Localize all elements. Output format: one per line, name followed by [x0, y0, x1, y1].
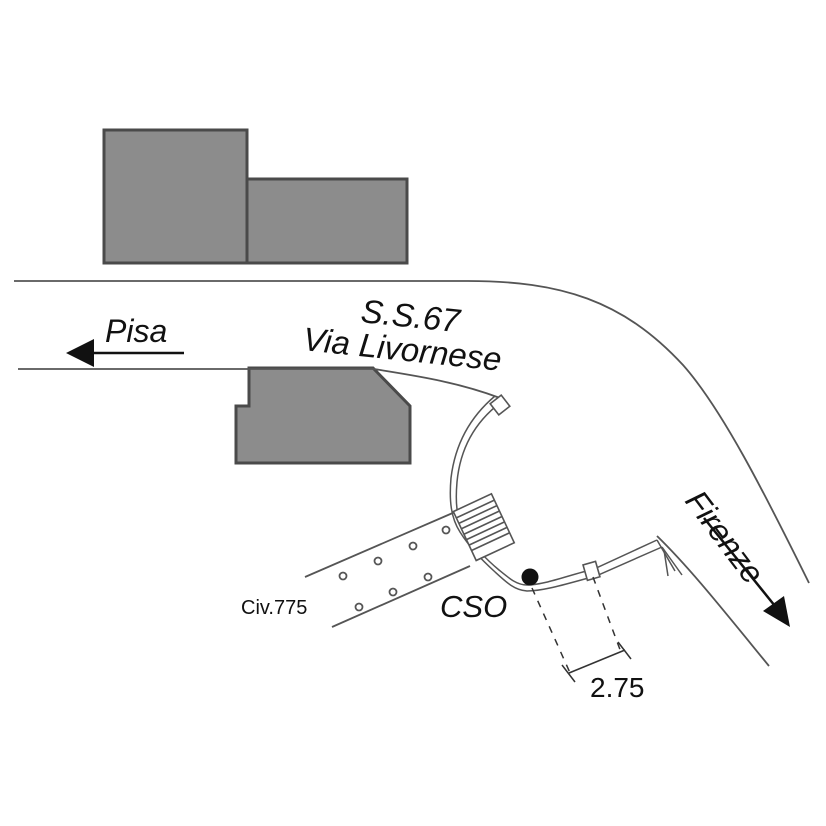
dimension-guide-right — [592, 576, 623, 656]
pipe-segment-upper-a — [455, 402, 658, 586]
pipe-segment-upper-b — [449, 395, 663, 592]
pipe-end-tail-1 — [656, 539, 676, 572]
pisa-label: Pisa — [105, 313, 167, 349]
cso-label: CSO — [440, 589, 507, 624]
dimension-tick-left — [561, 664, 576, 683]
street-dot-4 — [441, 525, 451, 535]
dimension-tick-right — [617, 641, 632, 660]
street-dot-1 — [338, 571, 348, 581]
street-dot-3 — [408, 541, 418, 551]
road-edge-north — [14, 280, 810, 584]
road-edge-link — [373, 368, 501, 399]
side-street — [304, 511, 471, 628]
building-north-right — [245, 177, 409, 265]
pipe-network — [449, 395, 683, 592]
buildings — [102, 128, 412, 465]
direction-arrows — [66, 339, 790, 627]
road-edges — [14, 280, 810, 667]
dimension-guide-left — [531, 587, 572, 676]
arrow-down-right-icon — [763, 596, 790, 627]
pipe-grate — [452, 492, 516, 562]
pipe-end-tail-2 — [661, 546, 683, 576]
building-north-left — [102, 128, 249, 265]
arrow-left-icon — [66, 339, 94, 367]
building-south — [234, 366, 412, 465]
street-dot-7 — [423, 572, 433, 582]
pipe-cap-right — [582, 560, 601, 582]
pipe-details — [452, 394, 601, 582]
pipe-end-tail-3 — [663, 549, 669, 577]
road-edge-east — [656, 535, 770, 667]
side-street-edge-lower — [331, 565, 471, 628]
street-dot-2 — [373, 556, 383, 566]
dimension-annotation — [531, 576, 632, 683]
pipe-cap-top — [489, 394, 511, 416]
dimension-label: 2.75 — [590, 672, 645, 703]
dimension-line — [568, 649, 626, 674]
street-dot-5 — [354, 602, 364, 612]
firenze-arrow-shaft — [703, 517, 780, 612]
civic-number-label: Civ.775 — [241, 597, 307, 619]
side-street-edge-upper — [304, 511, 456, 578]
cso-point-icon — [521, 568, 539, 586]
street-dot-6 — [388, 587, 398, 597]
